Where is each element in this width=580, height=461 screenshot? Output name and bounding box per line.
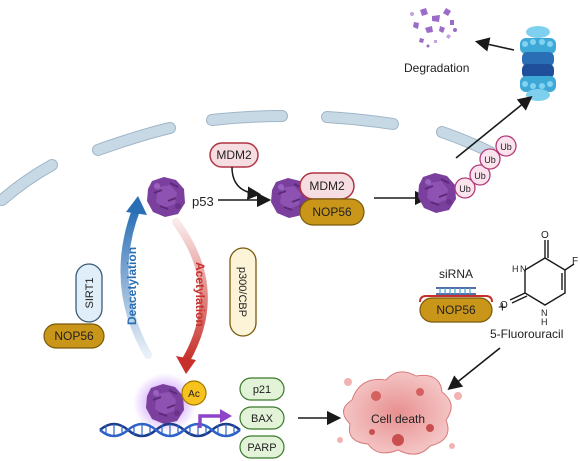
fu-n-bottom: N xyxy=(541,308,548,318)
transcription-start-arrow xyxy=(198,414,222,428)
target-gene-bax: BAX xyxy=(239,406,285,430)
mdm2-complex-label: MDM2 xyxy=(309,179,345,193)
acetylation-arrowhead xyxy=(176,356,196,374)
nop56-sirna-badge: NOP56 xyxy=(419,295,493,323)
target-p21-label: p21 xyxy=(253,384,271,396)
target-gene-parp: PARP xyxy=(239,435,285,459)
transcription-arrowhead xyxy=(220,409,232,423)
nop56-complex-label: NOP56 xyxy=(312,205,352,219)
dying-cell-icon xyxy=(337,371,462,455)
mdm2-binding-arrow xyxy=(231,166,261,200)
arrow-to-degradation xyxy=(474,37,515,52)
deacetylation-arrowhead xyxy=(126,196,147,215)
ac-label: Ac xyxy=(188,389,200,400)
nop56-complex-badge xyxy=(299,198,365,226)
plus-sign: + xyxy=(498,299,507,316)
p300-cbp-badge: p300/CBP xyxy=(229,247,257,337)
p53-mdm2-nop56-complex: MDM2 NOP56 xyxy=(270,172,365,226)
p53-ubiquitinated-icon xyxy=(417,172,457,214)
ub-label-2: Ub xyxy=(474,171,486,181)
deacetylation-arrow xyxy=(120,206,152,359)
ac-badge: Ac xyxy=(181,380,207,406)
fu-n-top: N xyxy=(520,264,527,274)
mdm2-free: MDM2 xyxy=(209,142,259,168)
sirna-label: siRNA xyxy=(439,267,473,281)
target-bax-label: BAX xyxy=(251,413,274,425)
nop56-sirna-label: NOP56 xyxy=(436,303,476,317)
ub-label-4: Ub xyxy=(500,142,512,152)
fu-oxygen-top: O xyxy=(541,230,549,241)
p53-protein-icon xyxy=(146,176,186,218)
acetylation-arrow xyxy=(172,218,208,364)
arrow-to-proteasome xyxy=(455,95,533,159)
fu-h-top: H xyxy=(512,264,519,274)
acetylation-label: Acetylation xyxy=(193,262,207,327)
mdm2-free-label: MDM2 xyxy=(216,148,252,162)
arrow-drug-to-cell-death xyxy=(447,347,501,390)
protein-fragments xyxy=(410,8,457,48)
nop56-left-badge: NOP56 xyxy=(43,323,105,349)
fu-h-bottom: H xyxy=(541,317,548,327)
target-parp-label: PARP xyxy=(247,442,276,454)
p53-label: p53 xyxy=(192,194,214,209)
fu-oxygen-bottom: O xyxy=(500,300,508,311)
nop56-left-label: NOP56 xyxy=(54,329,94,343)
ubiquitin-chain: Ub Ub Ub Ub xyxy=(454,135,517,199)
ub-label-1: Ub xyxy=(459,184,471,194)
ub-label-3: Ub xyxy=(484,155,496,165)
sirna-duplex-icon xyxy=(436,287,476,295)
fluorouracil-label: 5-Fluorouracil xyxy=(490,327,563,341)
proteasome-icon xyxy=(520,26,556,101)
fu-fluorine: F xyxy=(572,256,578,267)
fluorouracil-structure-icon xyxy=(509,240,575,306)
p300-cbp-label: p300/CBP xyxy=(236,267,248,317)
deacetylation-label: Deacetylation xyxy=(125,247,139,325)
cell-death-label: Cell death xyxy=(371,412,425,426)
sirt1-label: SIRT1 xyxy=(84,278,96,309)
sirt1-badge: SIRT1 xyxy=(75,263,103,323)
target-gene-p21: p21 xyxy=(239,377,285,401)
dna-helix-icon xyxy=(99,422,241,438)
degradation-label: Degradation xyxy=(404,61,469,75)
